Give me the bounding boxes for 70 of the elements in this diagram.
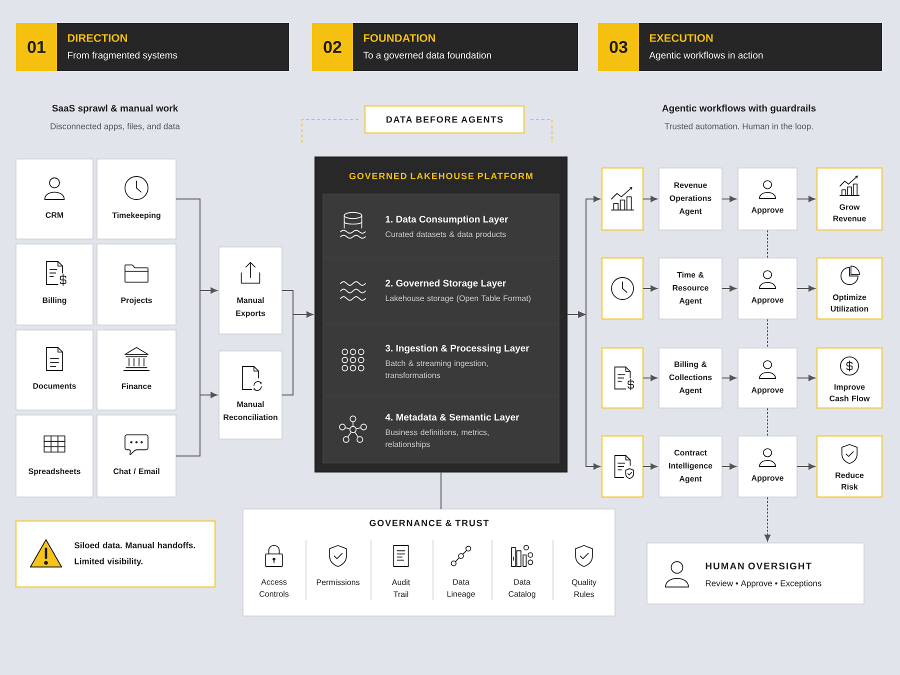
approval-box: Approve — [738, 258, 798, 320]
agent-box: Billing & Collections Agent — [658, 348, 722, 408]
item-label: Audit Trail — [392, 579, 410, 598]
arrow — [722, 196, 736, 202]
connector-line — [292, 290, 294, 315]
connector-line — [767, 230, 768, 258]
layer-box: 3. Ingestion & Processing Layer Batch & streaming ingestion, transformations — [322, 324, 560, 396]
item-label: Data Lineage — [447, 579, 475, 598]
column-subtitle: Trusted automation. Human in the loop. — [664, 123, 813, 131]
arrow — [796, 285, 816, 292]
approval-box: Approve — [738, 348, 798, 408]
arrow — [796, 196, 816, 202]
layer-box: 1. Data Consumption Layer Curated datasets & data products — [322, 194, 560, 258]
agent-box: Revenue Operations Agent — [658, 168, 722, 230]
connector-line — [282, 394, 294, 396]
outcome-box: Reduce Risk — [816, 436, 882, 498]
source-box: CRM — [16, 158, 94, 240]
connector-line — [440, 472, 442, 510]
title-box: DATA BEFORE AGENTS — [364, 106, 524, 134]
section-header: 01 DIRECTION From fragmented systems — [16, 23, 289, 71]
source-box: Documents — [16, 330, 94, 410]
item-label: Permissions — [316, 579, 360, 586]
arrow — [586, 463, 600, 470]
outcome-box: Grow Revenue — [816, 168, 882, 230]
arrow — [643, 196, 658, 202]
arrow — [764, 496, 771, 542]
outcome-box: Optimize Utilization — [816, 258, 882, 320]
outcome-box: Improve Cash Flow — [816, 348, 882, 408]
approval-box: Approve — [738, 436, 798, 498]
agent-box: Time & Resource Agent — [658, 258, 722, 320]
arrow — [722, 463, 736, 470]
layer-box: 2. Governed Storage Layer Lakehouse storage (Open Table Format) — [322, 258, 560, 324]
agent-box: Contract Intelligence Agent — [658, 436, 722, 498]
arrow — [643, 463, 658, 470]
source-box: Billing — [16, 244, 94, 326]
source-box: Finance — [96, 330, 176, 410]
arrow — [292, 311, 314, 318]
connector-line — [292, 314, 294, 396]
process-box: Manual Exports — [218, 246, 282, 334]
arrow — [796, 374, 816, 382]
arrow — [567, 311, 586, 318]
item-label: Data Catalog — [508, 579, 536, 598]
arrow — [586, 196, 600, 202]
section-header: 03 EXECUTION Agentic workflows in action — [598, 23, 882, 71]
section-header: 02 FOUNDATION To a governed data foundation — [312, 23, 578, 71]
connector-line — [767, 318, 768, 348]
oversight-box: HUMAN OVERSIGHT Review • Approve • Exceptions — [646, 542, 864, 604]
column-heading: SaaS sprawl & manual work — [52, 104, 178, 114]
arrow — [643, 285, 658, 292]
connector-line — [282, 290, 294, 291]
arrow — [643, 374, 658, 382]
arrow — [200, 392, 218, 398]
warning-box: Siloed data. Manual handoffs. Limited visibility. — [16, 520, 216, 588]
approval-box: Approve — [738, 168, 798, 230]
arrow — [796, 463, 816, 470]
process-box: Manual Reconciliation — [218, 350, 282, 440]
layer-box: 4. Metadata & Semantic Layer Business definitions, metrics, relationships — [322, 396, 560, 464]
column-heading: Agentic workflows with guardrails — [662, 104, 816, 114]
arrow — [200, 287, 218, 294]
source-box: Projects — [96, 244, 176, 326]
source-box: Chat / Email — [96, 414, 176, 498]
column-subtitle: Disconnected apps, files, and data — [50, 123, 180, 131]
arrow — [722, 285, 736, 292]
source-box: Spreadsheets — [16, 414, 94, 498]
item-label: Access Controls — [260, 579, 289, 597]
arrow — [722, 374, 736, 382]
connector-line — [176, 198, 200, 200]
connector-line — [767, 408, 768, 436]
item-label: Quality Rules — [572, 579, 596, 598]
source-box: Timekeeping — [96, 158, 176, 240]
